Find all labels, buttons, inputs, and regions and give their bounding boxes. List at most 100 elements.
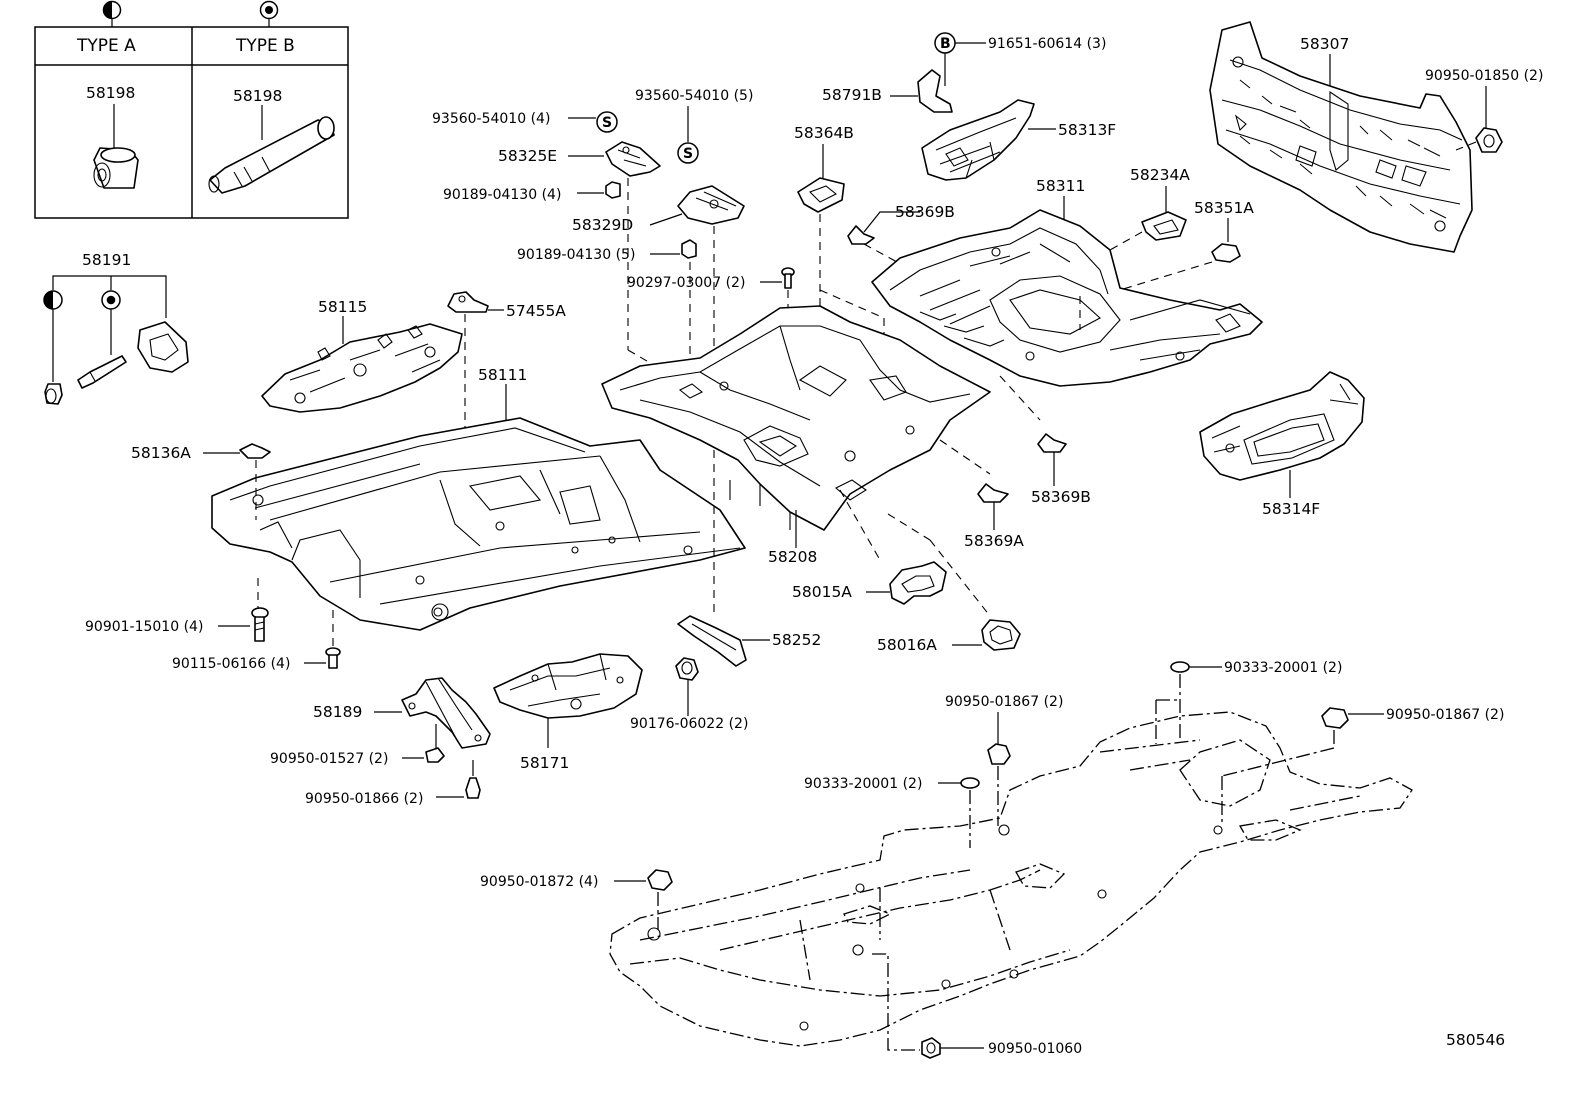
bracket-icon (137, 321, 189, 373)
part-90297-bolt: 90297-03007 (2) (627, 267, 795, 291)
label-58329d: 58329D (572, 216, 633, 234)
part-58171-bracket: 58171 (493, 653, 643, 772)
s-symbol-icon: S (596, 111, 618, 133)
label-58208: 58208 (768, 548, 817, 566)
label-58325e: 58325E (498, 147, 557, 165)
floor-silencer-pad (609, 711, 1413, 1047)
part-58791b-bracket: 58791B (822, 69, 953, 113)
part-58191-group: 58191 (43, 251, 189, 405)
part-58313f-panel: 58313F (921, 99, 1116, 181)
part-58016a-patch: 58016A (877, 513, 1021, 654)
svg-text:S: S (602, 115, 612, 131)
part-90176-nut: 90176-06022 (2) (630, 657, 748, 732)
type-a-symbol-icon (43, 290, 63, 310)
svg-text:S: S (683, 146, 693, 162)
label-90950-01867-l: 90950-01867 (2) (945, 694, 1063, 710)
part-90950-01872: 90950-01872 (4) (480, 869, 673, 930)
part-58329d-plate: 58329D (572, 185, 745, 234)
grommet-icon (44, 383, 63, 405)
part-58189-bracket: 58189 (313, 677, 491, 749)
part-58325e-plate: 58325E (498, 141, 661, 177)
label-90950-01866: 90950-01866 (2) (305, 791, 423, 807)
label-90950-01850: 90950-01850 (2) (1425, 68, 1543, 84)
label-58111: 58111 (478, 366, 527, 384)
label-58252: 58252 (772, 631, 821, 649)
label-90950-01060: 90950-01060 (988, 1041, 1082, 1057)
label-58234a: 58234A (1130, 166, 1190, 184)
part-58351a-clip: 58351A (1079, 199, 1254, 330)
label-58369a: 58369A (964, 532, 1024, 550)
part-58314f-panel: 58314F (1199, 371, 1365, 518)
part-58208-center-floor-pan: 58208 (601, 305, 991, 566)
label-91651: 91651-60614 (3) (988, 36, 1106, 52)
part-90189-b: 90189-04130 (5) (517, 239, 697, 263)
part-90115-bolt: 90115-06166 (4) (172, 610, 341, 672)
part-58311-rear-floor-pan: 58311 (871, 177, 1263, 387)
part-93560-a: 93560-54010 (4) S (432, 111, 618, 133)
part-58136a-clip: 58136A (131, 443, 271, 520)
part-58234a-bracket: 58234A (1109, 166, 1190, 251)
label-90189-b: 90189-04130 (5) (517, 247, 635, 263)
label-90901: 90901-15010 (4) (85, 619, 203, 635)
part-90333-top: 90333-20001 (2) (1155, 660, 1342, 744)
label-90333-mid: 90333-20001 (2) (804, 776, 922, 792)
type-legend-box: TYPE A TYPE B 58198 58198 (34, 0, 349, 219)
part-58307-rear-panel: 58307 (1209, 21, 1473, 253)
type-b-plug-icon (208, 116, 335, 194)
label-90176: 90176-06022 (2) (630, 716, 748, 732)
label-58016a: 58016A (877, 636, 937, 654)
part-90189-a: 90189-04130 (4) (443, 181, 621, 203)
label-58191: 58191 (82, 251, 131, 269)
label-90950-01872: 90950-01872 (4) (480, 874, 598, 890)
type-b-label: TYPE B (235, 36, 295, 56)
svg-text:B: B (940, 36, 951, 52)
label-58015a: 58015A (792, 583, 852, 601)
type-a-label: TYPE A (76, 36, 136, 56)
label-90115: 90115-06166 (4) (172, 656, 290, 672)
part-90333-mid: 90333-20001 (2) (804, 776, 980, 848)
label-58369b-mid: 58369B (1031, 488, 1091, 506)
label-90189-a: 90189-04130 (4) (443, 187, 561, 203)
label-57455a: 57455A (506, 302, 566, 320)
label-90333-top: 90333-20001 (2) (1224, 660, 1342, 676)
label-58115: 58115 (318, 298, 367, 316)
part-93560-b: 93560-54010 (5) S (635, 88, 753, 164)
label-58136a: 58136A (131, 444, 191, 462)
part-90901-bolt: 90901-15010 (4) (85, 578, 269, 642)
label-58307: 58307 (1300, 35, 1349, 53)
part-90950-01850: 90950-01850 (2) (1425, 68, 1543, 153)
s-symbol-icon: S (677, 142, 699, 164)
label-93560-b: 93560-54010 (5) (635, 88, 753, 104)
label-90950-01527: 90950-01527 (2) (270, 751, 388, 767)
part-91651: B 91651-60614 (3) (934, 32, 1106, 86)
part-90950-01527: 90950-01527 (2) (270, 724, 445, 767)
part-58364b-plate: 58364B (794, 124, 854, 213)
part-58369b-mid-clip: 58369B (999, 375, 1091, 506)
part-90950-01060: 90950-01060 (872, 953, 1082, 1059)
label-58369b-top: 58369B (895, 203, 955, 221)
label-93560-a: 93560-54010 (4) (432, 111, 550, 127)
label-58314f: 58314F (1262, 500, 1320, 518)
part-58369a-clip: 58369A (939, 439, 1024, 550)
part-90950-01866: 90950-01866 (2) (305, 760, 481, 807)
type-b-symbol-icon (259, 0, 279, 20)
type-a-symbol-icon (102, 0, 122, 20)
label-58311: 58311 (1036, 177, 1085, 195)
part-58111-front-floor-pan: 58111 (211, 366, 746, 631)
b-symbol-icon: B (934, 32, 956, 54)
label-58364b: 58364B (794, 124, 854, 142)
type-a-plug-icon (93, 147, 139, 189)
part-58252-brace: 58252 (677, 615, 821, 667)
part-58015a-patch: 58015A (792, 489, 947, 605)
label-58791b: 58791B (822, 86, 882, 104)
part-90950-01867-right: 90950-01867 (2) (1221, 707, 1504, 826)
type-b-symbol-icon (101, 290, 121, 310)
label-58171: 58171 (520, 754, 569, 772)
part-90950-01867-left: 90950-01867 (2) (945, 694, 1063, 826)
label-58351a: 58351A (1194, 199, 1254, 217)
part-58115-insulator: 58115 (261, 298, 463, 413)
label-90950-01867-r: 90950-01867 (2) (1386, 707, 1504, 723)
label-90297: 90297-03007 (2) (627, 275, 745, 291)
label-58313f: 58313F (1058, 121, 1116, 139)
